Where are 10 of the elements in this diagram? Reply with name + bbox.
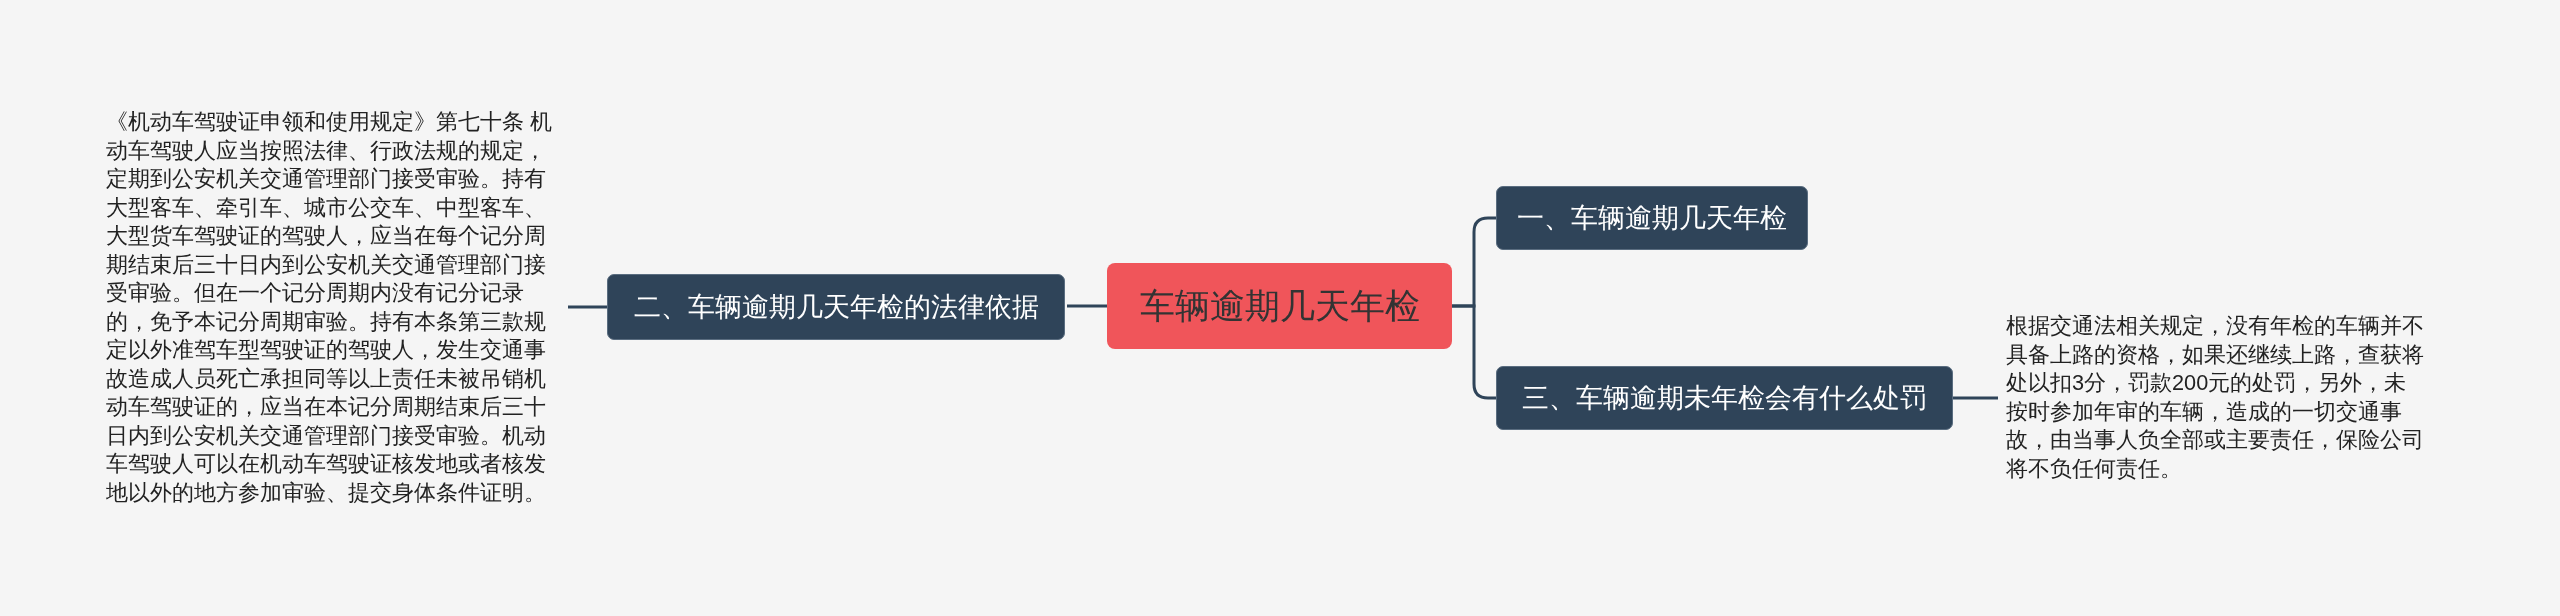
connector-line <box>1953 396 1998 400</box>
connector-line <box>1067 304 1107 308</box>
topic-box: 二、车辆逾期几天年检的法律依据 <box>607 274 1065 340</box>
paragraph-text: 根据交通法相关规定，没有年检的车辆并不具备上路的资格，如果还继续上路，查获将处以扣3分，罚款200元的处罚，另外，未按时参加年审的车辆，造成的一切交通事故，由当事人负全部或主要责任，保险公司将不负任何责任。 <box>2006 312 2428 483</box>
topic-box: 三、车辆逾期未年检会有什么处罚 <box>1496 366 1953 430</box>
paragraph-text: 《机动车驾驶证申领和使用规定》第七十条 机动车驾驶人应当按照法律、行政法规的规定，定期到公安机关交通管理部门接受审验。持有大型客车、牵引车、城市公交车、中型客车、大型货车驾驶证的驾驶人，应当在每个记分周期结束后三十日内到公安机关交通管理部门接受审验。但在一个记分周期内没有记分记录的，免予本记分周期审验。持有本条第三款规定以外准驾车型驾驶证的驾驶人，发生交通事故造成人员死亡承担同等以上责任未被吊销机动车驾驶证的，应当在本记分周期结束后三十日内到公安机关交通管理部门接受审验。机动车驾驶人可以在机动车驾驶证核发地或者核发地以外的地方参加审验、提交身体条件证明。 <box>106 108 566 507</box>
central-topic-box: 车辆逾期几天年检 <box>1107 263 1452 349</box>
connector-line <box>1452 304 1496 400</box>
topic-box: 一、车辆逾期几天年检 <box>1496 186 1808 250</box>
connector-line <box>568 305 607 309</box>
